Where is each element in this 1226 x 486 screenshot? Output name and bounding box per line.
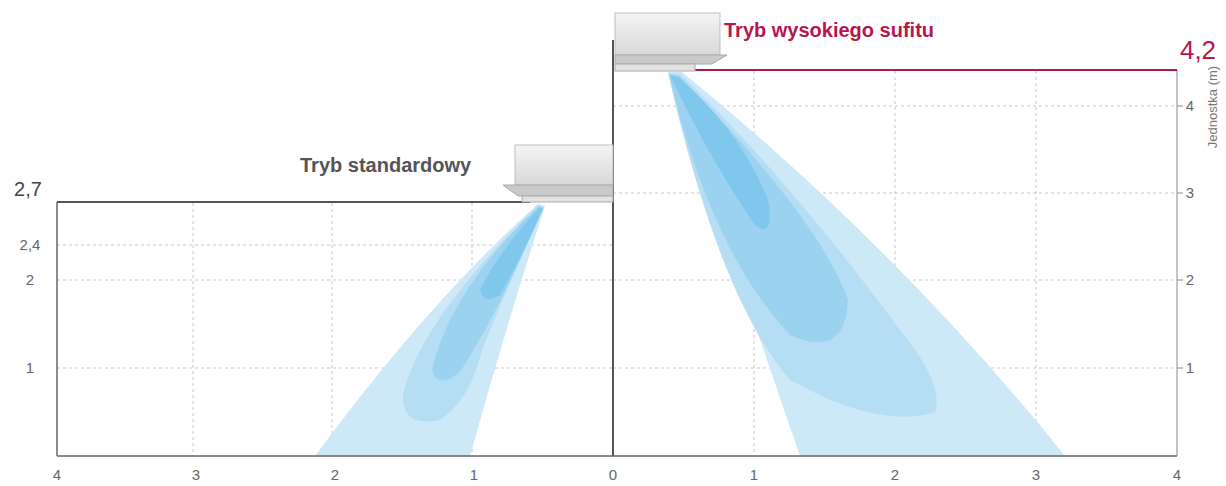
axis-tick: 4 <box>1173 467 1181 484</box>
height-value: 4,2 <box>1180 36 1216 65</box>
axis-tick: 2,4 <box>20 237 41 254</box>
axis-tick: 1 <box>470 467 478 484</box>
axis-unit: Jednostka (m) <box>1206 66 1220 148</box>
axis-tick: 2 <box>891 467 899 484</box>
mode-title: Tryb wysokiego sufitu <box>724 19 934 41</box>
grid <box>57 71 1177 456</box>
axis-tick: 3 <box>1032 467 1040 484</box>
axis-tick: 3 <box>1186 185 1194 202</box>
mode-title: Tryb standardowy <box>300 154 471 176</box>
axis-tick: 2 <box>26 272 34 289</box>
axis-tick: 3 <box>192 467 200 484</box>
standard-unit <box>503 145 613 202</box>
axis-tick: 1 <box>1186 360 1194 377</box>
right-airflow <box>668 72 1065 456</box>
left-airflow <box>315 204 545 456</box>
axis-tick: 2 <box>1186 272 1194 289</box>
high-ceiling-unit <box>615 13 727 71</box>
axis-tick: 2 <box>331 467 339 484</box>
axis-tick: 0 <box>609 467 617 484</box>
axis-tick: 1 <box>26 360 34 377</box>
axes <box>57 40 1183 456</box>
axis-tick: 4 <box>53 467 61 484</box>
axis-tick: 4 <box>1186 98 1194 115</box>
height-value: 2,7 <box>14 178 42 200</box>
axis-tick: 1 <box>750 467 758 484</box>
